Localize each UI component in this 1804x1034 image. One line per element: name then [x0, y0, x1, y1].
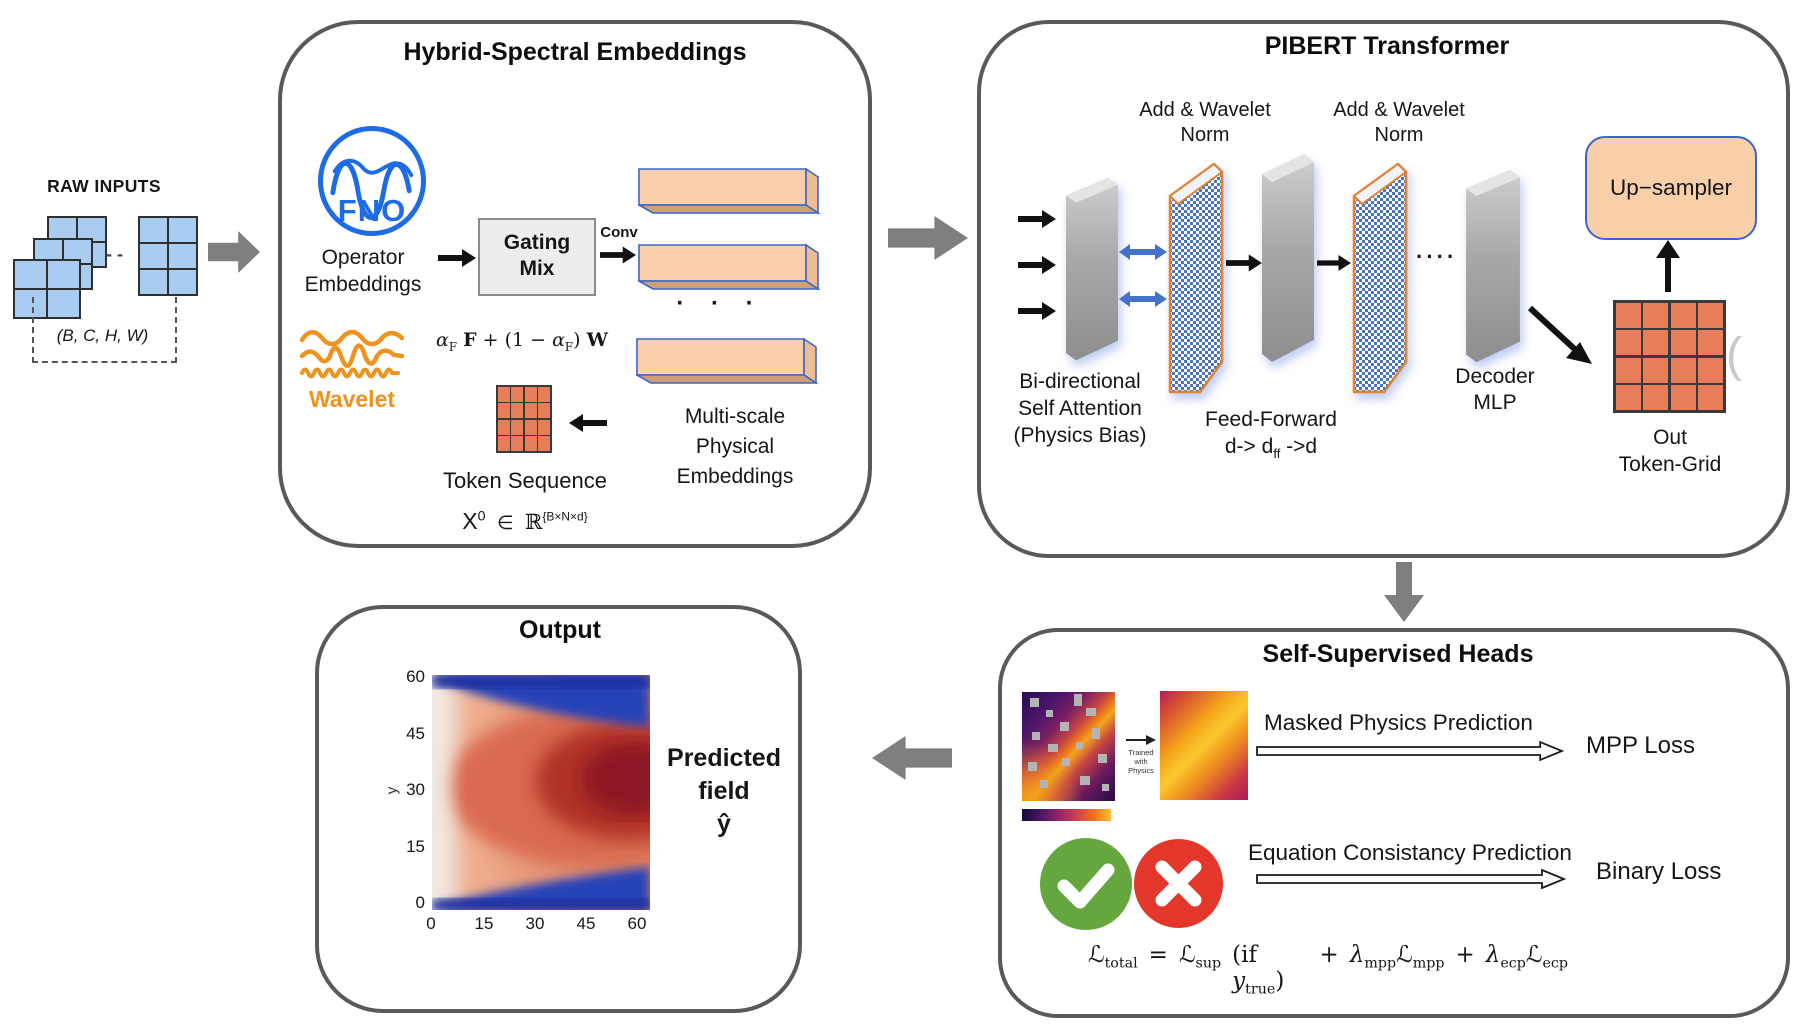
input-arrow-2: [1018, 256, 1056, 274]
wavelet-label: Wavelet: [308, 386, 396, 412]
feedforward-slab: [1262, 154, 1314, 362]
y-tick-45: 45: [406, 724, 425, 743]
arrow-conv: [600, 246, 636, 264]
y-tick-15: 15: [406, 837, 425, 856]
wavelet-norm-slab-2: [1352, 162, 1408, 394]
flow-arrow-inputs-to-hybrid: [208, 231, 260, 273]
fno-label: FNO: [337, 193, 407, 228]
bidir-arrow-1: [1119, 244, 1167, 260]
decoder-mlp-label: Decoder MLP: [1455, 365, 1535, 414]
fno-waves-icon: [330, 158, 414, 220]
embedding-bar-3: [636, 337, 819, 385]
addnorm-label-2: Add & Wavelet Norm: [1333, 99, 1465, 146]
bars-ellipsis: · · ·: [676, 290, 764, 317]
input-arrow-3: [1018, 302, 1056, 320]
arrow-norm1-to-ff: [1226, 254, 1262, 272]
embedding-bar-1: [638, 167, 821, 215]
decoder-slab: [1466, 169, 1520, 363]
y-tick-30: 30: [406, 780, 425, 799]
predicted-field-label: Predicted field ŷ: [667, 744, 781, 838]
mpp-label: Masked Physics Prediction: [1264, 710, 1533, 735]
wavelet-norm-slab-1: [1168, 162, 1224, 394]
raw-inputs-title: RAW INPUTS: [47, 176, 161, 196]
gating-mix-formula: αF F + (1 − αF) W: [436, 329, 608, 354]
binary-loss-label: Binary Loss: [1596, 858, 1722, 885]
x-tick-0: 0: [426, 914, 436, 933]
gating-mix-box: Gating Mix: [478, 218, 596, 296]
bidir-attention-label: Bi-directional Self Attention (Physics B…: [1013, 370, 1147, 447]
wavelet-icon: [300, 329, 404, 379]
flow-arrow-hybrid-to-pibert: [888, 216, 968, 260]
masked-field-image: [1022, 692, 1115, 801]
trained-with-physics-arrow: [1126, 735, 1156, 745]
input-tensor-right: [138, 216, 198, 296]
fno-icon: FNO: [318, 126, 426, 236]
token-sequence-grid: [496, 385, 552, 453]
arrow-operator-to-gating: [438, 249, 476, 267]
pibert-ellipsis: ····: [1416, 244, 1458, 269]
upsampler-box: Up−sampler: [1585, 136, 1757, 240]
hybrid-title: Hybrid-Spectral Embeddings: [403, 38, 747, 66]
total-loss-formula: ℒtotal = ℒsup (if ytrue) + λmppℒmpp + λe…: [1088, 942, 1568, 998]
x-tick-15: 15: [474, 914, 494, 933]
ecp-label: Equation Consistancy Prediction: [1248, 840, 1572, 865]
selfsup-box: [998, 628, 1790, 1018]
mpp-loss-label: MPP Loss: [1586, 732, 1695, 759]
y-tick-0: 0: [415, 893, 425, 912]
embedding-bar-2: [638, 243, 821, 291]
check-badge: [1040, 838, 1132, 930]
y-tick-60: 60: [406, 667, 425, 686]
arrow-decoder-to-outgrid: [1527, 305, 1592, 364]
output-title: Output: [519, 616, 601, 644]
token-sequence-label: Token Sequence: [443, 468, 607, 493]
x-tick-45: 45: [576, 914, 596, 933]
field-colorbar: [1022, 809, 1111, 821]
multiscale-label: Multi-scale Physical Embeddings: [676, 405, 794, 488]
bidir-arrow-2: [1119, 291, 1167, 307]
arrow-bars-to-token: [569, 414, 607, 432]
tensor-shape-label: (B, C, H, W): [56, 326, 149, 345]
shape-bracket: [32, 297, 177, 363]
feedforward-label: Feed-Forward d-> dff ->d: [1205, 408, 1337, 462]
mpp-arrow: [1256, 740, 1564, 762]
cross-icon: [1155, 860, 1202, 907]
out-token-grid-label: Out Token-Grid: [1618, 426, 1722, 476]
operator-embeddings-label: Operator Embeddings: [304, 246, 422, 296]
y-axis-label: y: [383, 786, 401, 795]
pibert-title: PIBERT Transformer: [1264, 32, 1510, 60]
attention-slab: [1066, 177, 1118, 361]
check-icon: [1057, 863, 1115, 909]
stack-dashes: - -: [106, 244, 123, 264]
token-sequence-eq: X0 ∈ ℝ{B×N×d}: [462, 508, 588, 534]
flow-arrow-heads-to-output: [872, 736, 952, 780]
addnorm-label-1: Add & Wavelet Norm: [1139, 99, 1271, 146]
input-tensor-front: [13, 259, 81, 319]
selfsup-title: Self-Supervised Heads: [1262, 640, 1534, 668]
reconstructed-field-image: [1160, 691, 1248, 800]
trained-with-physics-caption: Trained with Physics: [1128, 748, 1154, 775]
out-grid-bracket: (: [1726, 329, 1742, 382]
flow-arrow-pibert-to-heads: [1384, 562, 1424, 622]
cross-badge: [1134, 839, 1223, 928]
input-arrow-1: [1018, 210, 1056, 228]
arrow-outgrid-to-upsampler: [1656, 240, 1680, 292]
conv-label: Conv: [600, 224, 638, 241]
x-tick-60: 60: [627, 914, 647, 933]
raw-inputs-group: RAW INPUTS - - (B, C, H, W): [0, 150, 210, 380]
x-tick-30: 30: [525, 914, 545, 933]
out-token-grid: [1613, 300, 1726, 413]
predicted-field-heatmap: [432, 675, 650, 910]
upsampler-label: Up−sampler: [1610, 175, 1732, 200]
arrow-ff-to-norm2: [1317, 254, 1351, 272]
ecp-arrow: [1256, 868, 1566, 890]
